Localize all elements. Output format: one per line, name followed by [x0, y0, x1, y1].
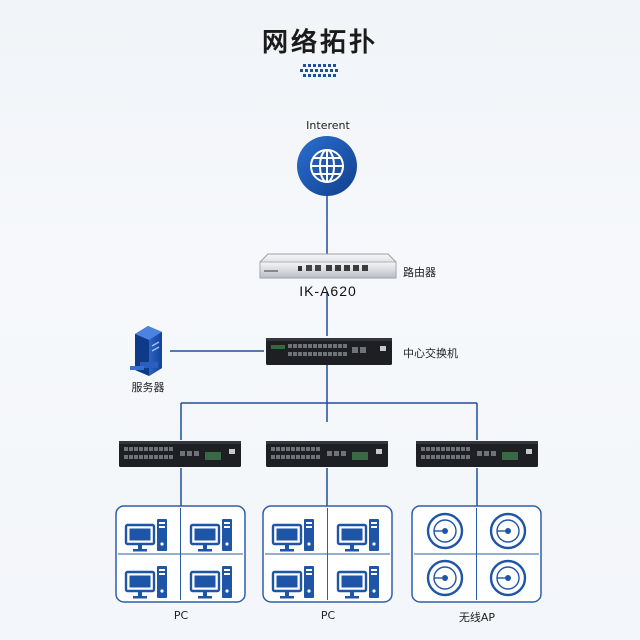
group-label-pc-2: PC [320, 609, 336, 622]
server-icon [130, 326, 162, 376]
group-label-ap: 无线AP [458, 611, 496, 624]
access-switch-2-icon [266, 441, 388, 467]
router-device-icon [259, 253, 397, 279]
wireless-ap-icon [426, 512, 464, 550]
globe-icon [297, 136, 357, 196]
wireless-ap-icon [489, 512, 527, 550]
server-label: 服务器 [131, 381, 165, 394]
pc-group-2-box [262, 505, 393, 603]
access-switch-3-icon [416, 441, 538, 467]
router-model-label: IK-A620 [299, 283, 357, 299]
page-title: 网络拓扑 [261, 28, 378, 58]
group-label-pc-1: PC [173, 609, 189, 622]
wireless-ap-icon [489, 559, 527, 597]
wireless-ap-icon [426, 559, 464, 597]
router-label: 路由器 [403, 266, 436, 279]
core-switch-device-icon [266, 338, 392, 365]
core-switch-label: 中心交换机 [403, 347, 458, 360]
title-decoration-icon [300, 64, 338, 77]
access-switch-1-icon [119, 441, 241, 467]
ap-group-box [411, 505, 542, 603]
connection-lines [170, 195, 478, 508]
pc-group-1-box [115, 505, 246, 603]
internet-label: Interent [306, 119, 350, 132]
